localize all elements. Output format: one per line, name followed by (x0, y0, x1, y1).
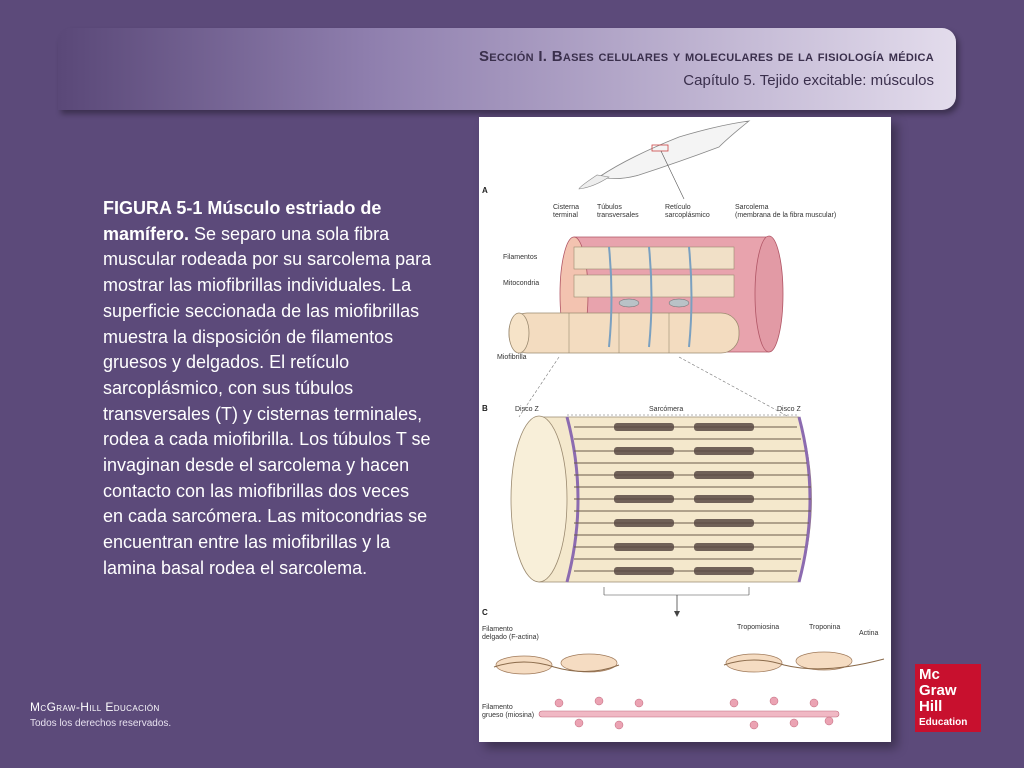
chapter-title: Capítulo 5. Tejido excitable: músculos (683, 72, 934, 89)
label-mitocondria: Mitocondria (503, 280, 539, 287)
label-sarcoplasmico: sarcoplásmico (665, 212, 710, 219)
logo-line-4: Education (919, 717, 968, 728)
caption-heading: FIGURA 5-1 Músculo estriado de mamífero. (103, 198, 382, 244)
caption-text: Se separo una sola fibra muscular rodead… (103, 223, 432, 578)
logo-line-2: Graw (919, 682, 957, 699)
panel-a-letter: A (482, 186, 488, 195)
figure-caption: FIGURA 5-1 Músculo estriado de mamífero.… (103, 196, 433, 582)
footer-brand: McGraw-Hill Educación (30, 700, 160, 714)
label-sarcolema: Sarcolema (735, 204, 769, 211)
label-tubulos: Túbulos (597, 204, 622, 211)
label-troponina: Troponina (809, 624, 840, 631)
label-sarcomera: Sarcómera (649, 406, 683, 413)
label-filamento-delgado-1: Filamento (482, 626, 513, 633)
muscle-figure: A Cisterna terminal Túbulos transversale… (479, 117, 891, 742)
thick-filament (538, 696, 840, 730)
logo-line-3: Hill (919, 698, 943, 715)
panel-c-letter: C (482, 608, 488, 617)
label-filamento-delgado-2: delgado (F-actina) (482, 634, 539, 641)
label-filamento-grueso-2: grueso (miosina) (482, 712, 534, 719)
label-miofibrilla: Miofibrilla (497, 354, 527, 361)
logo-line-1: Mc (919, 666, 940, 683)
muscle-illustration: A Cisterna terminal Túbulos transversale… (482, 120, 885, 730)
label-disco-z-right: Disco Z (777, 406, 801, 413)
footer-rights: Todos los derechos reservados. (30, 718, 172, 729)
mcgraw-hill-logo: Mc Graw Hill Education (915, 664, 981, 732)
label-terminal: terminal (553, 212, 578, 219)
label-cisterna: Cisterna (553, 204, 579, 211)
label-actina: Actina (859, 630, 879, 637)
label-membrana: (membrana de la fibra muscular) (735, 212, 836, 219)
panel-b-letter: B (482, 404, 488, 413)
sarcomere-cylinder-b (510, 415, 812, 583)
thin-filament-right (723, 651, 885, 673)
fiber-cylinder-a (508, 235, 784, 354)
header-banner: Sección I. Bases celulares y moleculares… (58, 28, 956, 110)
thin-filament-left (493, 653, 620, 675)
label-reticulo: Retículo (665, 204, 691, 211)
section-title: Sección I. Bases celulares y moleculares… (478, 48, 934, 65)
label-filamentos: Filamentos (503, 254, 538, 261)
label-transversales: transversales (597, 212, 639, 219)
label-tropomiosina: Tropomiosina (737, 624, 779, 631)
muscle-sketch (578, 120, 751, 200)
label-filamento-grueso-1: Filamento (482, 704, 513, 711)
label-disco-z-left: Disco Z (515, 406, 539, 413)
